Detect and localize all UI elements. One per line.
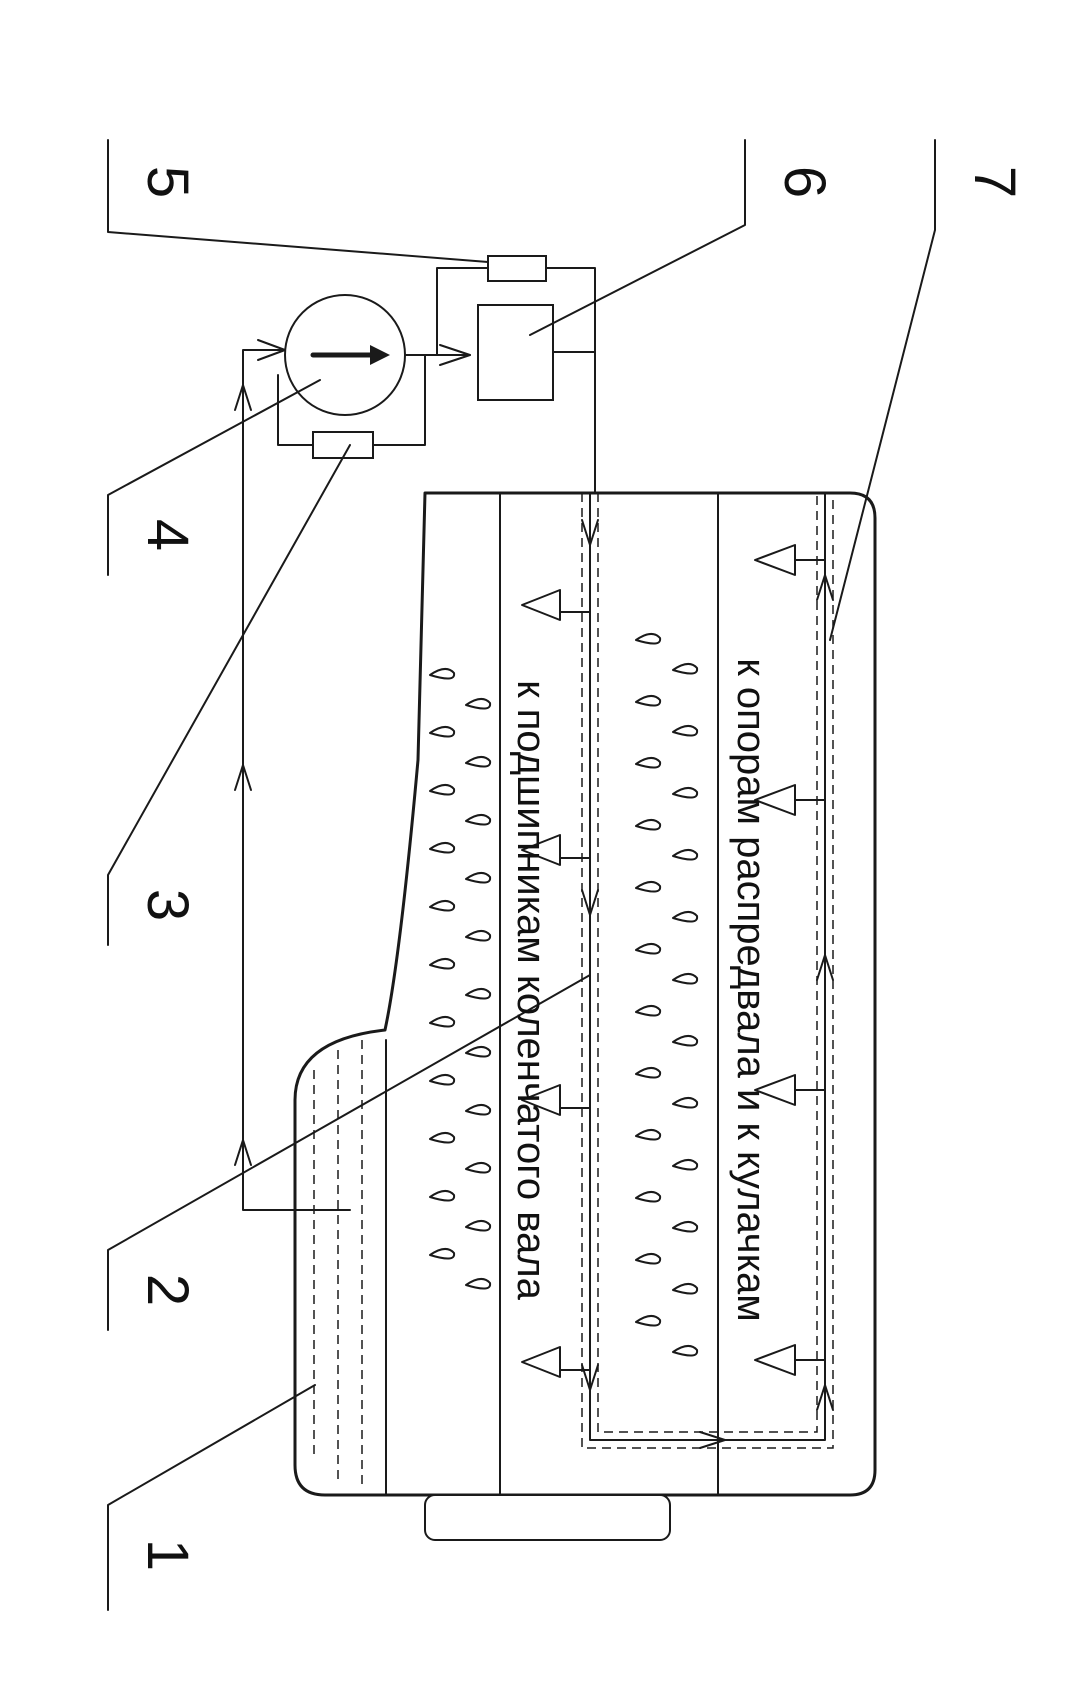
main-oil-gallery [581,492,834,1449]
oil-drop [635,695,662,707]
engine-block-outline [293,491,877,1497]
label-1: 1 [135,1539,200,1571]
oil-drop [465,1220,492,1232]
oil-drop [429,1190,456,1202]
oil-drops [429,633,699,1357]
oil-filter [477,304,554,401]
oil-drop [429,1016,456,1028]
label-5: 5 [135,166,200,198]
filter-bypass-valve [487,255,547,282]
oil-drop [429,726,456,738]
block-flange [424,1494,671,1541]
filter-outlet-line [552,351,596,494]
camshaft-branches [754,544,826,1376]
oil-drop [672,1345,699,1357]
oil-drop [672,787,699,799]
oil-drop [635,1129,662,1141]
oil-drop [672,725,699,737]
oil-drop [465,1278,492,1290]
oil-drop [465,814,492,826]
oil-drop [635,757,662,769]
filter-bypass [436,255,596,356]
label-3: 3 [135,889,200,921]
oil-drop [429,1074,456,1086]
label-2: 2 [135,1274,200,1306]
oil-drop [465,1162,492,1174]
oil-drop [465,756,492,768]
oil-drop [672,1159,699,1171]
oil-drop [429,958,456,970]
oil-drop [635,1005,662,1017]
label-6: 6 [772,166,837,198]
caption-camshaft: к опорам распредвала и к кулачкам [729,658,773,1322]
oil-drop [635,881,662,893]
crankshaft-branches [521,589,591,1378]
oil-drop [672,1283,699,1295]
oil-drop [429,784,456,796]
oil-drop [672,1035,699,1047]
oil-drop [465,872,492,884]
caption-crankshaft: к подшипникам коленчатого вала [509,680,553,1301]
oil-drop [465,698,492,710]
oil-drop [429,668,456,680]
oil-drop [429,842,456,854]
oil-drop [672,973,699,985]
oil-drop [672,1097,699,1109]
oil-drop [672,849,699,861]
oil-drop [672,911,699,923]
oil-drop [635,1253,662,1265]
label-4: 4 [135,519,200,551]
oil-drop [429,1132,456,1144]
oil-sump [313,1039,387,1496]
oil-drop [429,1248,456,1260]
oil-pump [284,294,406,416]
oil-drop [635,633,662,645]
oil-drop [465,1046,492,1058]
oil-drop [429,900,456,912]
oil-drop [672,663,699,675]
oil-drop [465,930,492,942]
oil-drop [465,1104,492,1116]
oil-drop [672,1221,699,1233]
oil-drop [635,1191,662,1203]
label-7: 7 [962,166,1027,198]
oil-drop [635,819,662,831]
oil-drop [465,988,492,1000]
oil-drop [635,1315,662,1327]
leader-lines [107,139,936,1611]
oil-drop [635,1067,662,1079]
pressure-relief-valve [312,431,374,459]
oil-drop [635,943,662,955]
